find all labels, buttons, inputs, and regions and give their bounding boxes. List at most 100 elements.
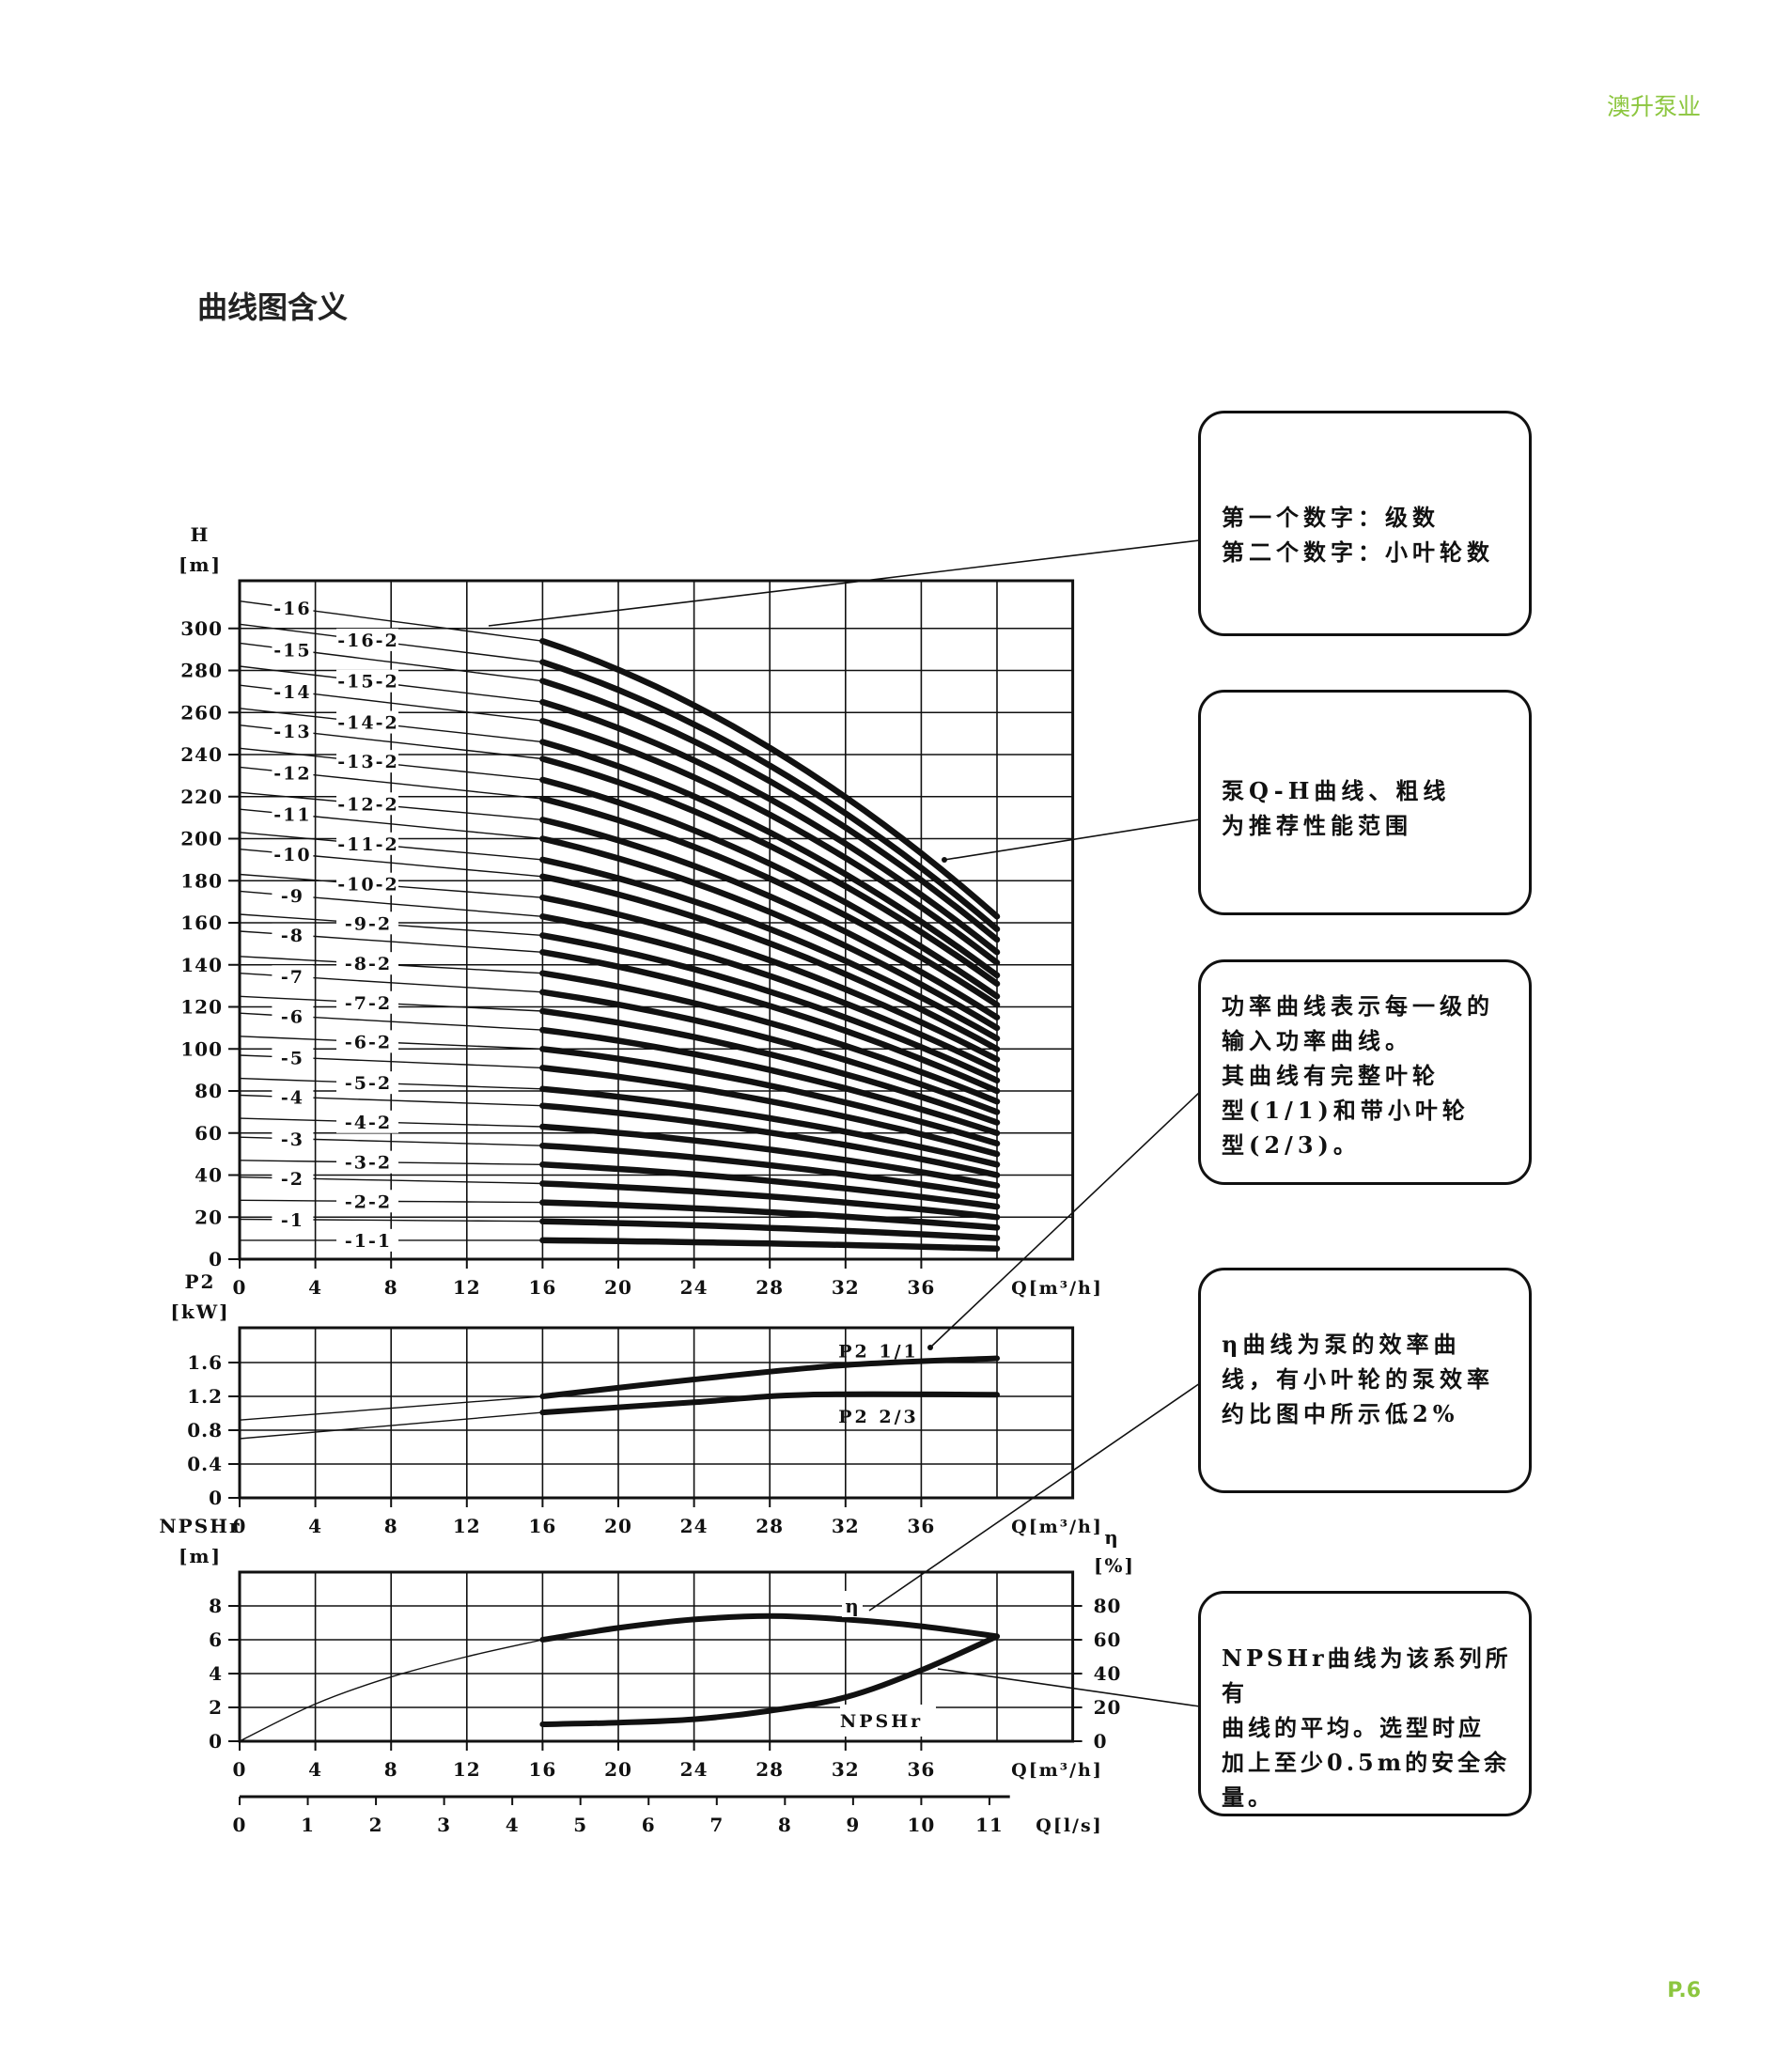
qh-series-label-bg <box>335 1071 398 1095</box>
callout-text: 泵Q-H曲线、粗线 为推荐性能范围 <box>1222 777 1451 839</box>
qh-series-label: -4-2 <box>345 1113 392 1133</box>
qh-series-label-bg <box>335 872 398 896</box>
npsh-ytick-label: 8 <box>209 1595 223 1617</box>
power-curve-bold <box>539 1391 1000 1416</box>
qh-series-label: -7 <box>281 967 304 988</box>
callout-text: NPSHr曲线为该系列所有 曲线的平均。选型时应 加上至少0.5m的安全余 量。 <box>1222 1644 1512 1811</box>
qh-curve-bold <box>539 894 1001 1063</box>
qh-xtick-label: 28 <box>756 1276 784 1299</box>
qh-curve-bold <box>539 932 1001 1084</box>
qh-ytick-label: 40 <box>195 1164 223 1187</box>
npsh-ytick-label: 4 <box>209 1662 223 1685</box>
qh-ytick-label: 160 <box>180 911 223 934</box>
qh-series-label-bg <box>335 1110 398 1133</box>
qh-series-label-bg <box>335 669 398 693</box>
qh-series-label: -8-2 <box>345 954 392 974</box>
qh-series-label: -5-2 <box>345 1073 392 1094</box>
qh-curve-bold <box>539 1218 1001 1241</box>
qh-ytick-label: 140 <box>180 954 223 976</box>
qh-series-label-bg <box>272 1127 314 1150</box>
qh-series-label-bg <box>335 1190 398 1213</box>
power-ytick-label: 0 <box>209 1487 223 1509</box>
qh-series-label-bg <box>272 1166 314 1190</box>
qh-series-label-bg <box>335 1150 398 1174</box>
qh-yunit: [m] <box>179 553 222 576</box>
npsh-ylabel: NPSHr <box>159 1515 241 1537</box>
brand-name: 澳升泵业 <box>1606 93 1701 120</box>
qh-series-label-bg <box>272 842 314 865</box>
qh-series-label-bg <box>335 792 398 816</box>
qh-series-label: -10-2 <box>337 875 398 896</box>
qh-series-label: -11-2 <box>337 834 398 855</box>
qh-series-label: -9 <box>281 886 304 907</box>
callout-connector-line <box>929 1091 1201 1348</box>
npshr-series-label: NPSHr <box>840 1711 923 1732</box>
qh-series-label: -4 <box>281 1087 304 1108</box>
qh-series-label-bg <box>335 990 398 1014</box>
qh-ytick-label: 60 <box>195 1122 223 1145</box>
qh-curve-bold <box>539 1199 1001 1231</box>
eta-ytick-label: 40 <box>1094 1662 1122 1685</box>
callout-efficiency-curve: η曲线为泵的效率曲 线，有小叶轮的泵效率 约比图中所示低2% <box>1198 1268 1532 1493</box>
callout-text: η曲线为泵的效率曲 线，有小叶轮的泵效率 约比图中所示低2% <box>1222 1331 1494 1427</box>
qh-series-label-bg <box>272 719 314 742</box>
qh-series-label: -6 <box>281 1006 304 1027</box>
qh-series-label-bg <box>272 761 314 785</box>
power-curve-thin <box>239 1395 544 1421</box>
qh-ytick-label: 0 <box>209 1248 223 1270</box>
npsh-xtick-label: 4 <box>308 1758 322 1781</box>
callout-stage-numbers: 第一个数字：级数 第二个数字：小叶轮数 <box>1198 411 1532 636</box>
flow-axis-tick-label: 8 <box>778 1814 792 1836</box>
qh-xtick-label: 8 <box>384 1276 398 1299</box>
qh-curve-bold <box>539 659 1001 932</box>
flow-axis-tick-label: 6 <box>642 1814 656 1836</box>
eta-ytick-label: 0 <box>1094 1730 1108 1753</box>
flow-axis-tick-label: 1 <box>301 1814 315 1836</box>
qh-series-label-bg <box>335 750 398 773</box>
qh-curve-bold <box>539 817 1001 1020</box>
page-number: P.6 <box>1667 1979 1701 2002</box>
callout-text: 第一个数字：级数 第二个数字：小叶轮数 <box>1222 504 1494 566</box>
qh-curve-bold <box>539 1180 1001 1221</box>
qh-curve-bold <box>539 795 1001 1008</box>
callout-text: 功率曲线表示每一级的 输入功率曲线。 其曲线有完整叶轮 型(1/1)和带小叶轮 … <box>1222 992 1494 1159</box>
qh-curve-bold <box>539 1123 1001 1189</box>
qh-curve-bold <box>539 1007 1001 1126</box>
qh-series-label-bg <box>272 884 314 908</box>
qh-curve-bold <box>539 698 1001 956</box>
qh-curve-bold <box>539 835 1001 1032</box>
qh-curve-bold <box>539 989 1001 1115</box>
qh-xtick-label: 32 <box>832 1276 860 1299</box>
power-xtick-label: 0 <box>233 1515 247 1537</box>
qh-series-label: -3 <box>281 1129 304 1150</box>
qh-curve-bold <box>539 1102 1001 1178</box>
npsh-xtick-label: 28 <box>756 1758 784 1781</box>
npsh-xtick-label: 36 <box>907 1758 935 1781</box>
power-xtick-label: 20 <box>604 1515 632 1537</box>
power-series-label: P2 2/3 <box>838 1407 919 1427</box>
qh-curve-bold <box>539 739 1001 979</box>
npsh-xtick-label: 24 <box>680 1758 709 1781</box>
power-xlabel: Q[m³/h] <box>1011 1517 1103 1537</box>
power-xtick-label: 24 <box>680 1515 709 1537</box>
qh-series-label: -7-2 <box>345 993 392 1014</box>
power-xtick-label: 8 <box>384 1515 398 1537</box>
qh-series-label: -3-2 <box>345 1153 392 1174</box>
qh-curve-bold <box>539 970 1001 1105</box>
npshr-curve <box>539 1633 1000 1727</box>
eta-ytick-label: 20 <box>1094 1696 1122 1719</box>
callout-qh-curve: 泵Q-H曲线、粗线 为推荐性能范围 <box>1198 690 1532 915</box>
npsh-xlabel: Q[m³/h] <box>1011 1760 1103 1781</box>
page-title: 曲线图含义 <box>197 289 349 325</box>
qh-series-label: -16 <box>273 599 311 619</box>
qh-curve-bold <box>539 678 1001 943</box>
qh-series-label: -9-2 <box>345 913 392 934</box>
flow-axis-tick-label: 10 <box>907 1814 935 1836</box>
qh-ytick-label: 100 <box>180 1037 223 1060</box>
callout-connector-line <box>488 539 1201 627</box>
eta-ytick-label: 80 <box>1094 1595 1122 1617</box>
